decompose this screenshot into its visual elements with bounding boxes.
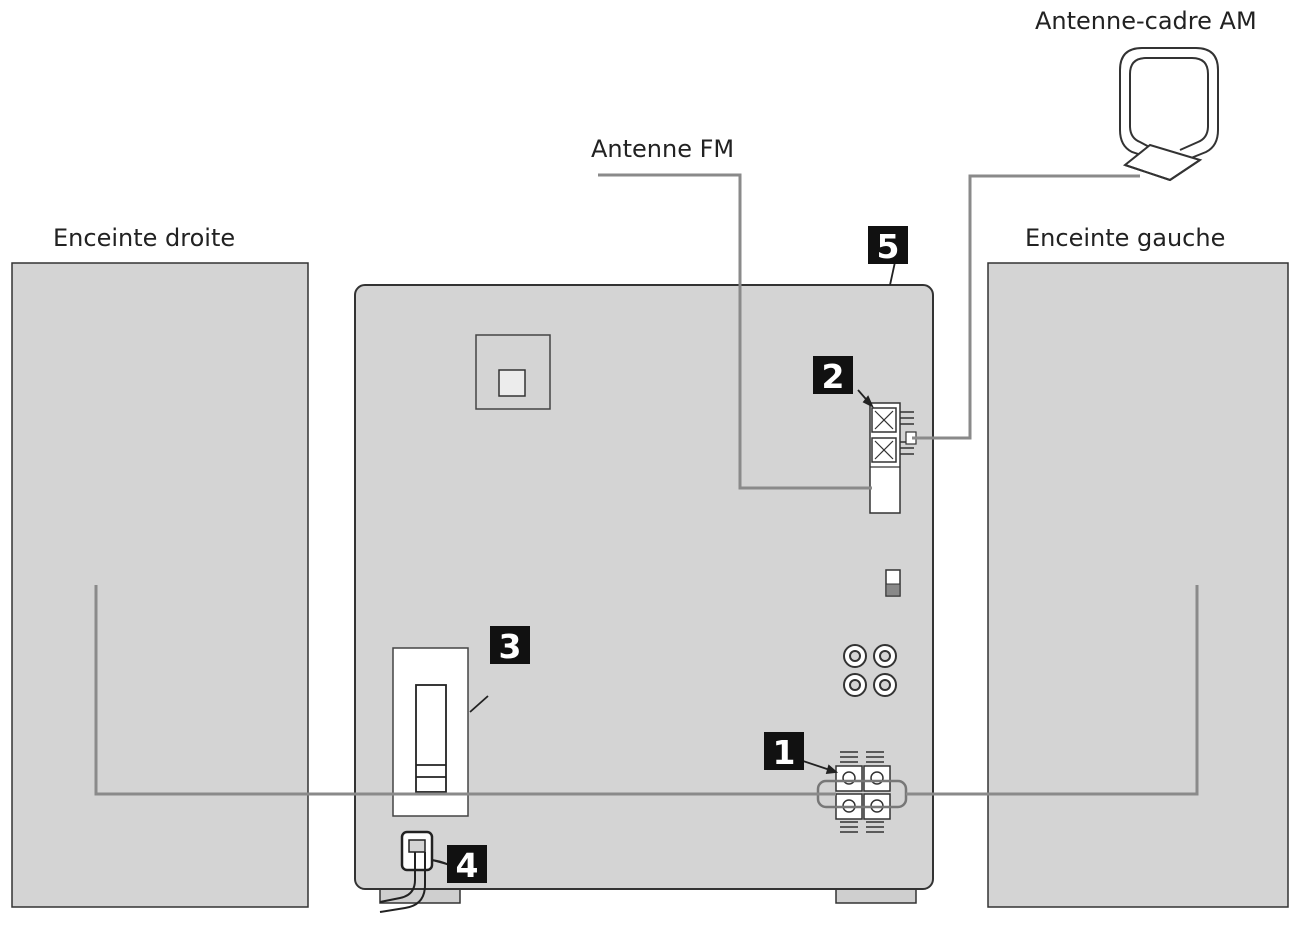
fm-antenna-wire bbox=[598, 173, 872, 490]
label-right-speaker: Enceinte droite bbox=[53, 224, 235, 252]
callout-4: 4 bbox=[447, 845, 487, 885]
label-am-antenna: Antenne-cadre AM bbox=[1035, 7, 1257, 35]
callout-2: 2 bbox=[813, 356, 853, 396]
label-fm-antenna: Antenne FM bbox=[591, 135, 734, 163]
callout-1: 1 bbox=[764, 732, 804, 772]
antenna-terminal-block bbox=[869, 402, 917, 514]
callout-5: 5 bbox=[868, 226, 908, 266]
cover-slot bbox=[392, 647, 469, 817]
label-left-speaker: Enceinte gauche bbox=[1025, 224, 1225, 252]
panel-round-jacks bbox=[843, 644, 897, 697]
wires bbox=[94, 173, 1199, 796]
svg-text:2: 2 bbox=[822, 357, 845, 396]
right-speaker-box bbox=[11, 262, 309, 908]
svg-text:5: 5 bbox=[877, 227, 900, 266]
am-loop-antenna bbox=[1119, 47, 1219, 182]
am-antenna-wire bbox=[912, 174, 1140, 440]
svg-text:1: 1 bbox=[773, 733, 796, 772]
panel-square-inner bbox=[498, 369, 526, 397]
svg-text:4: 4 bbox=[456, 846, 479, 885]
left-speaker-wire bbox=[906, 585, 1199, 796]
callout-3: 3 bbox=[490, 626, 530, 666]
right-speaker-wire bbox=[94, 585, 836, 796]
left-speaker-box bbox=[987, 262, 1289, 908]
power-cord bbox=[379, 830, 456, 913]
svg-text:3: 3 bbox=[499, 627, 522, 666]
